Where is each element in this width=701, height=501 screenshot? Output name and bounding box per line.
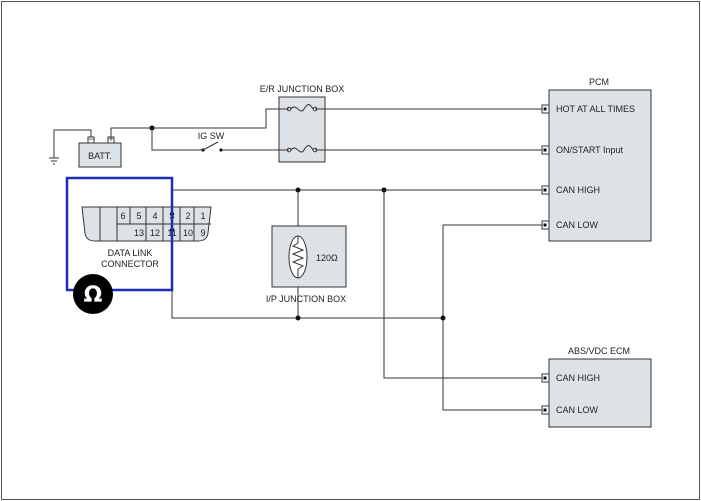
ip-junction-box (271, 225, 347, 288)
dlc-pin-label: 12 (150, 228, 160, 238)
pcm-can-high-label: CAN HIGH (556, 185, 600, 195)
ohm-symbol: Ω (84, 283, 103, 308)
dlc-pin-label: 6 (120, 211, 125, 221)
abs-vdc-ecm-box (548, 358, 652, 428)
ig-sw-label: IG SW (198, 131, 225, 141)
dlc-label-line1: DATA LINK (108, 248, 153, 258)
ig-feed-wire (151, 128, 203, 151)
ohmmeter-probe-loop (65, 176, 174, 292)
abs-vdc-ecm-label: ABS/VDC ECM (568, 346, 630, 356)
ig-switch-blade (202, 141, 219, 151)
pcm-on-start-label: ON/START Input (556, 145, 624, 155)
pcm-can-low-label: CAN LOW (556, 220, 599, 230)
dlc-pin-label: 10 (183, 228, 193, 238)
dlc-label-line2: CONNECTOR (101, 259, 159, 269)
can-high-wire (171, 189, 542, 214)
er-junction-box-label: E/R JUNCTION BOX (260, 84, 345, 94)
ip-junction-box-label: I/P JUNCTION BOX (266, 294, 346, 304)
data-link-connector (81, 206, 212, 242)
battery: − + (78, 134, 122, 168)
battery-label: BATT. (88, 151, 112, 161)
dlc-pin-label: 5 (136, 211, 141, 221)
can-high-trunk-wire (383, 190, 542, 379)
resistor-value-label: 120Ω (316, 253, 338, 263)
splice-dot (381, 187, 387, 193)
pcm-hot-label: HOT AT ALL TIMES (556, 104, 635, 114)
pcm-label: PCM (589, 77, 609, 87)
battery-positive-wire (110, 127, 152, 137)
svg-text:+: + (108, 134, 113, 144)
dlc-pin-label: 9 (200, 228, 205, 238)
hot-feed-wire (152, 108, 289, 129)
pcm-box (548, 89, 652, 242)
ground-wire (53, 129, 92, 158)
can-low-trunk-wire (442, 225, 542, 411)
splice-dot (295, 187, 301, 193)
resistor-icon (288, 235, 308, 279)
ground-icon (49, 157, 59, 165)
dlc-pin-label: 13 (134, 228, 144, 238)
abs-can-high-label: CAN HIGH (556, 373, 600, 383)
abs-can-low-label: CAN LOW (556, 405, 599, 415)
dlc-pin-label: 4 (152, 211, 157, 221)
splice-dot (295, 315, 301, 321)
dlc-pin-label: 2 (185, 211, 190, 221)
splice-dot (440, 315, 446, 321)
ohm-meter-icon: Ω (73, 274, 113, 314)
dlc-pin-label: 1 (200, 211, 205, 221)
svg-text:−: − (88, 134, 93, 144)
er-junction-box (278, 96, 326, 163)
